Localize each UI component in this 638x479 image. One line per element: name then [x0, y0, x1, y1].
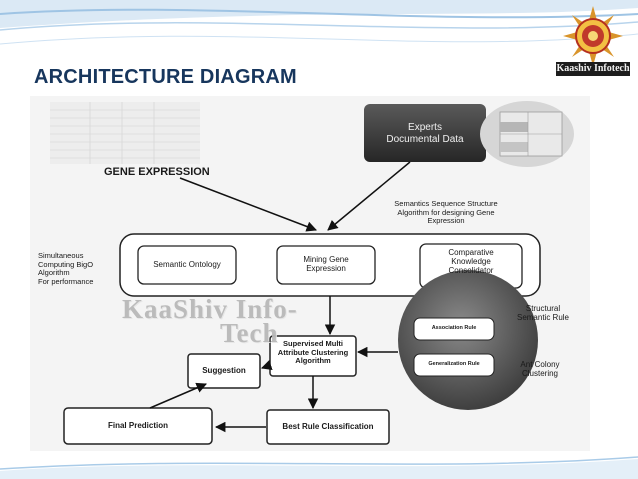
kaashiv-logo: [563, 6, 623, 66]
mining-gene-box: [276, 245, 376, 285]
supervised-line-3: Algorithm: [295, 356, 331, 366]
association-rule-label: Association Rule: [431, 325, 477, 331]
suggestion-label: Suggestion: [202, 366, 246, 375]
gene-expression-label: GENE EXPRESSION: [104, 166, 210, 178]
watermark-line-2: Tech: [220, 318, 279, 348]
left-note-line-1: Simultaneous: [38, 251, 84, 260]
ant-colony-line-1: Ant Colony: [520, 360, 560, 369]
comparative-line-1: Comparative: [448, 248, 494, 257]
mining-line-1: Mining Gene: [303, 255, 349, 264]
best-rule-label: Best Rule Classification: [282, 422, 374, 431]
comparative-label: Comparative Knowledge Consolidator: [420, 248, 522, 276]
semantics-note-line-3: Expression: [427, 216, 465, 226]
generalization-rule-label: Generalization Rule: [428, 361, 480, 367]
dataset-thumbnail: [480, 101, 574, 167]
final-prediction-label: Final Prediction: [107, 421, 168, 430]
semantics-note-line-1: Semantics Sequence Structure: [394, 199, 498, 208]
final-prediction-box: [63, 407, 213, 445]
experts-line-2: Documental Data: [386, 133, 464, 145]
watermark-line-1: KaaShiv Info-: [122, 294, 298, 324]
left-note-line-2: Computing BigO: [38, 259, 94, 269]
left-note-line-3: Algorithm: [38, 268, 70, 278]
supervised-to-suggestion-arrow: [261, 360, 273, 370]
slide-title: ARCHITECTURE DIAGRAM: [34, 66, 297, 88]
structural-line-2: Semantic Rule: [516, 313, 570, 323]
left-note-line-4: For performance: [38, 276, 94, 286]
experts-to-main-arrow: [327, 161, 411, 231]
comparative-line-3: Consolidator: [448, 266, 494, 276]
slide-top-wave: [0, 0, 638, 45]
mining-line-2: Expression: [306, 264, 346, 274]
association-rule-box: [413, 317, 495, 341]
structural-label: Structural Semantic Rule: [498, 304, 588, 322]
experts-box: [364, 104, 486, 162]
ant-colony-label: Ant Colony Clustering: [500, 360, 580, 378]
semantics-note-line-2: Algorithm for designing Gene: [397, 207, 495, 217]
supervised-line-2: Attribute Clustering: [277, 347, 349, 357]
slide-bottom-wave: [0, 456, 638, 479]
suggestion-box: [187, 353, 261, 389]
logo-text: Kaashiv Infotech: [556, 62, 630, 76]
supervised-label: Supervised Multi Attribute Clustering Al…: [270, 339, 356, 366]
experts-line-1: Experts: [408, 122, 442, 133]
mining-label: Mining Gene Expression: [277, 255, 375, 273]
diagram-canvas: [30, 96, 590, 451]
ant-colony-line-2: Clustering: [521, 369, 558, 379]
experts-label: Experts Documental Data: [364, 122, 486, 145]
gene-to-main-arrow: [179, 177, 317, 232]
supervised-line-1: Supervised Multi: [282, 339, 343, 348]
semantic-ontology-label: Semantic Ontology: [153, 260, 221, 269]
left-note: Simultaneous Computing BigO Algorithm Fo…: [38, 251, 120, 287]
comparative-line-2: Knowledge: [451, 257, 491, 267]
data-table-image: [50, 102, 200, 164]
semantics-note: Semantics Sequence Structure Algorithm f…: [376, 199, 516, 226]
best-rule-box: [266, 409, 390, 445]
structural-line-1: Structural: [525, 304, 561, 313]
architecture-diagram: GENE EXPRESSION Experts Documental Data …: [30, 96, 590, 451]
semantic-ontology-box: [137, 245, 237, 285]
final-to-suggestion-arrow: [149, 382, 207, 409]
generalization-rule-box: [413, 353, 495, 377]
